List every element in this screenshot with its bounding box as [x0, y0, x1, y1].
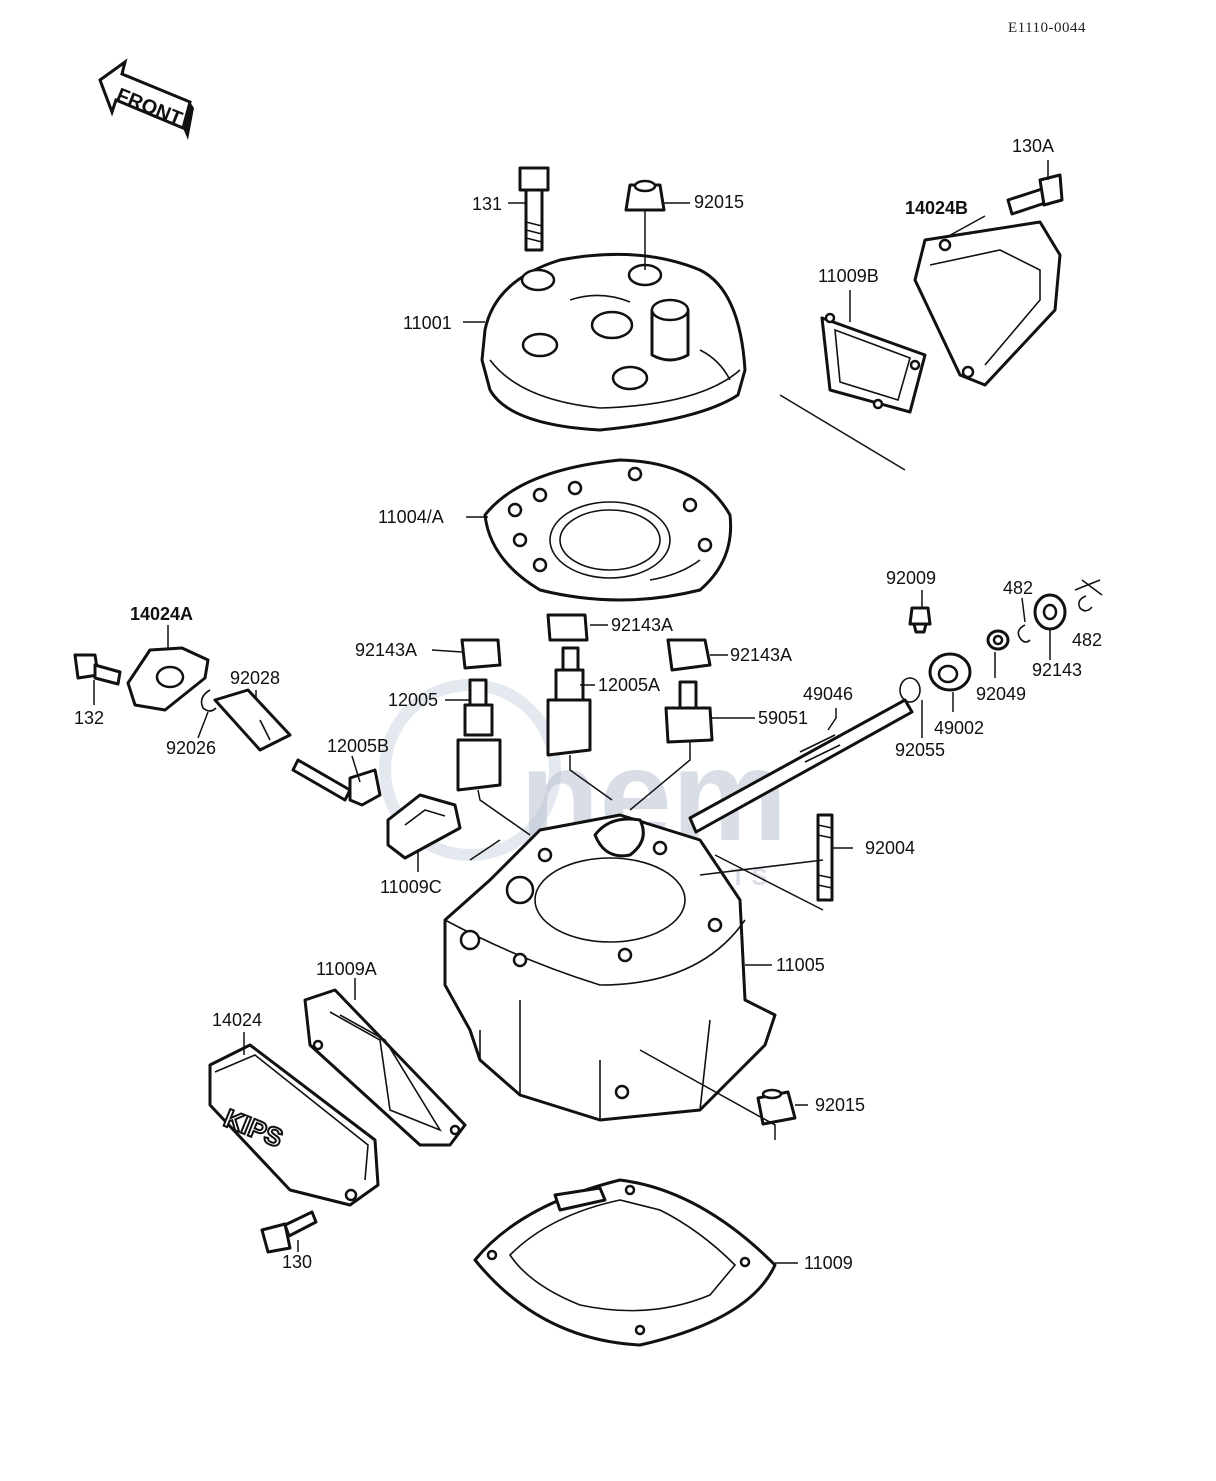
valve-bushing[interactable] [928, 652, 972, 692]
base-gasket[interactable] [473, 1178, 777, 1347]
label-131[interactable]: 131 [472, 194, 502, 214]
cover-bolt[interactable] [260, 1210, 318, 1254]
base-nut[interactable] [756, 1088, 797, 1126]
label-92009[interactable]: 92009 [886, 568, 936, 588]
valve-92028[interactable] [213, 688, 292, 752]
label-12005B[interactable]: 12005B [327, 736, 389, 756]
label-11009B[interactable]: 11009B [818, 266, 879, 286]
label-11004A[interactable]: 11004/A [378, 507, 444, 527]
label-482-b[interactable]: 482 [1072, 630, 1102, 650]
control-rod[interactable] [688, 698, 914, 834]
label-92143[interactable]: 92143 [1032, 660, 1082, 680]
cover-bolt-a[interactable] [1006, 173, 1064, 216]
label-92143A-mid[interactable]: 92143A [611, 615, 673, 635]
spacer-mid[interactable] [546, 613, 589, 642]
gear-59051[interactable] [664, 680, 714, 744]
label-92049[interactable]: 92049 [976, 684, 1026, 704]
o-ring[interactable] [899, 677, 921, 703]
label-12005[interactable]: 12005 [388, 690, 438, 710]
label-92004[interactable]: 92004 [865, 838, 915, 858]
spacer-left[interactable] [460, 638, 502, 670]
valve-12005B[interactable] [291, 758, 382, 807]
circlip-a[interactable] [1017, 624, 1031, 643]
spacer-right[interactable] [666, 638, 712, 672]
leader-lines [93, 160, 1103, 1264]
label-92143A-left[interactable]: 92143A [355, 640, 417, 660]
label-59051[interactable]: 59051 [758, 708, 808, 728]
label-11009A[interactable]: 11009A [316, 959, 377, 979]
label-92143A-right[interactable]: 92143A [730, 645, 792, 665]
label-11009C[interactable]: 11009C [380, 877, 442, 897]
housing-cover-a[interactable] [126, 646, 210, 712]
label-14024[interactable]: 14024 [212, 1010, 262, 1030]
label-130[interactable]: 130 [282, 1252, 312, 1272]
circlip-b[interactable] [1078, 595, 1093, 612]
circlip-92026[interactable] [200, 689, 217, 712]
label-130A[interactable]: 130A [1012, 136, 1054, 156]
label-11005[interactable]: 11005 [776, 955, 825, 975]
label-92028[interactable]: 92028 [230, 668, 280, 688]
reed-gasket-a[interactable] [303, 988, 467, 1147]
stud[interactable] [816, 813, 834, 902]
valve-12005[interactable] [456, 678, 502, 792]
label-12005A[interactable]: 12005A [598, 675, 660, 695]
label-49002[interactable]: 49002 [934, 718, 984, 738]
collar[interactable] [1033, 593, 1067, 631]
label-14024A[interactable]: 14024A [130, 604, 193, 624]
cylinder-head[interactable] [480, 252, 747, 432]
head-gasket[interactable] [483, 458, 733, 602]
label-11001[interactable]: 11001 [403, 313, 452, 333]
label-92015-bottom[interactable]: 92015 [815, 1095, 865, 1115]
label-92026[interactable]: 92026 [166, 738, 216, 758]
screw[interactable] [908, 606, 932, 634]
cover-b[interactable] [913, 220, 1062, 387]
part-labels: 131 92015 130A 14024B 11009B 11001 11004… [74, 136, 1102, 1273]
washer[interactable] [986, 629, 1010, 651]
label-49046[interactable]: 49046 [803, 684, 853, 704]
cylinder-block[interactable] [443, 813, 777, 1122]
diagram-reference-code: E1110-0044 [1008, 20, 1086, 36]
label-11009[interactable]: 11009 [804, 1253, 853, 1273]
valve-12005A[interactable] [546, 646, 592, 757]
label-482-a[interactable]: 482 [1003, 578, 1033, 598]
label-14024B[interactable]: 14024B [905, 198, 968, 218]
gasket-11009C[interactable] [386, 793, 462, 860]
head-bolt[interactable] [518, 166, 550, 252]
bolt-132[interactable] [73, 653, 122, 686]
head-nut[interactable] [624, 179, 666, 212]
cover-gasket-b[interactable] [820, 312, 927, 414]
front-arrow-icon: FRONT [98, 58, 194, 140]
label-92055[interactable]: 92055 [895, 740, 945, 760]
label-132[interactable]: 132 [74, 708, 104, 728]
label-92015-top[interactable]: 92015 [694, 192, 744, 212]
